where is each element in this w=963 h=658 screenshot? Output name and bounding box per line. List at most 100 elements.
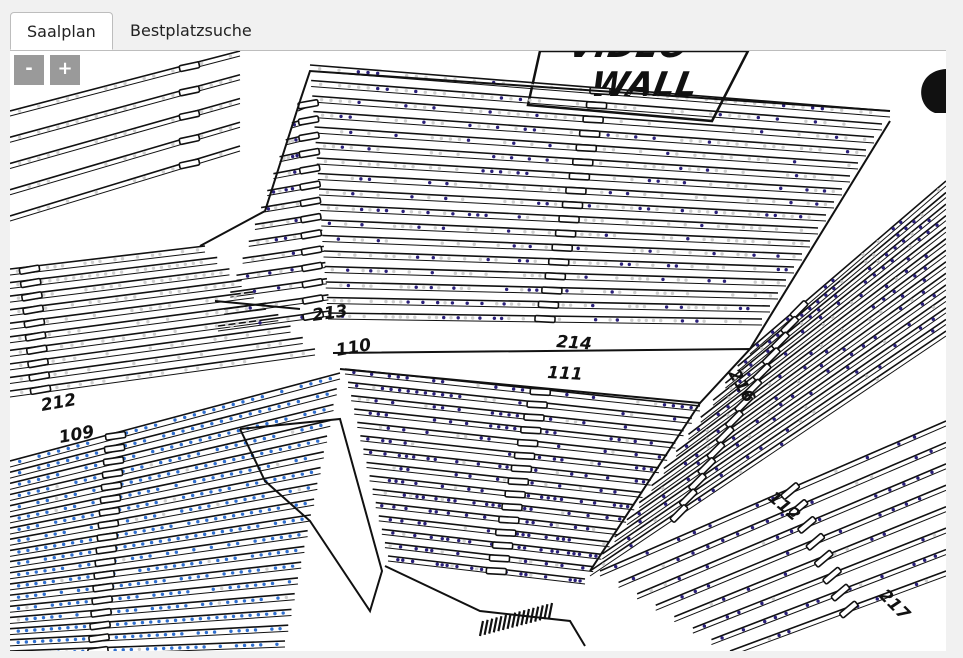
- seat[interactable]: [882, 297, 886, 301]
- seat[interactable]: [300, 517, 304, 521]
- seat[interactable]: [890, 259, 894, 263]
- seat[interactable]: [861, 344, 866, 348]
- seat[interactable]: [502, 302, 506, 306]
- seat[interactable]: [634, 466, 639, 470]
- seat[interactable]: [259, 597, 263, 602]
- seat[interactable]: [446, 498, 451, 502]
- seat[interactable]: [440, 563, 444, 567]
- seat[interactable]: [783, 352, 788, 356]
- seat[interactable]: [294, 458, 298, 463]
- seat[interactable]: [306, 486, 311, 490]
- seat[interactable]: [672, 417, 677, 421]
- seat[interactable]: [440, 379, 445, 384]
- seat[interactable]: [242, 643, 247, 648]
- seat[interactable]: [891, 227, 895, 231]
- seat[interactable]: [789, 529, 794, 534]
- seat[interactable]: [553, 431, 557, 435]
- seat[interactable]: [453, 499, 457, 503]
- seat[interactable]: [705, 168, 710, 172]
- seat[interactable]: [125, 608, 129, 613]
- seat[interactable]: [527, 533, 531, 538]
- seat[interactable]: [518, 401, 522, 405]
- seat[interactable]: [232, 457, 236, 462]
- seat[interactable]: [213, 461, 217, 466]
- seat[interactable]: [495, 477, 500, 481]
- seat[interactable]: [318, 379, 323, 383]
- seat[interactable]: [50, 615, 54, 619]
- seat[interactable]: [680, 319, 685, 323]
- seat[interactable]: [426, 456, 430, 461]
- seat[interactable]: [166, 472, 171, 476]
- seat[interactable]: [173, 418, 177, 422]
- seat[interactable]: [43, 569, 47, 573]
- seat[interactable]: [229, 417, 233, 421]
- seat[interactable]: [577, 552, 582, 556]
- seat[interactable]: [504, 287, 509, 292]
- seat[interactable]: [707, 279, 711, 283]
- seat[interactable]: [706, 584, 711, 588]
- seat[interactable]: [17, 572, 21, 577]
- seat[interactable]: [774, 396, 778, 400]
- seat[interactable]: [49, 638, 53, 643]
- seat[interactable]: [168, 458, 172, 463]
- seat[interactable]: [621, 411, 625, 416]
- seat[interactable]: [61, 554, 65, 559]
- seat[interactable]: [721, 538, 725, 543]
- seat[interactable]: [898, 306, 903, 311]
- seating-plan-canvas[interactable]: VIDEO WALL 213 214 110 111 212 109 216 1…: [10, 51, 946, 651]
- seat[interactable]: [262, 538, 266, 542]
- seat[interactable]: [17, 527, 21, 531]
- seat[interactable]: [398, 545, 403, 549]
- seat[interactable]: [17, 482, 22, 486]
- seat[interactable]: [198, 438, 203, 442]
- seat[interactable]: [634, 479, 639, 483]
- seat[interactable]: [512, 141, 516, 145]
- seat[interactable]: [137, 491, 141, 495]
- seat[interactable]: [545, 158, 549, 162]
- seat[interactable]: [725, 615, 730, 619]
- seat[interactable]: [174, 550, 179, 554]
- seat[interactable]: [657, 455, 662, 459]
- seat[interactable]: [181, 563, 185, 567]
- seat[interactable]: [210, 421, 214, 426]
- seat[interactable]: [211, 531, 216, 535]
- seat[interactable]: [591, 395, 596, 400]
- seat[interactable]: [465, 301, 469, 305]
- seat[interactable]: [432, 405, 436, 409]
- seat[interactable]: [125, 519, 130, 523]
- seat[interactable]: [527, 288, 531, 292]
- seat[interactable]: [45, 510, 49, 514]
- seat[interactable]: [816, 599, 820, 603]
- seat[interactable]: [391, 531, 395, 535]
- seat[interactable]: [51, 579, 55, 584]
- seat[interactable]: [273, 477, 277, 482]
- seat[interactable]: [550, 549, 554, 553]
- seat[interactable]: [714, 467, 719, 471]
- seat[interactable]: [17, 561, 21, 565]
- seat[interactable]: [417, 225, 421, 229]
- seat[interactable]: [89, 525, 94, 530]
- seat[interactable]: [359, 177, 363, 181]
- seat[interactable]: [442, 315, 446, 320]
- seat[interactable]: [525, 520, 529, 524]
- seat[interactable]: [230, 571, 235, 575]
- seat[interactable]: [735, 532, 740, 536]
- seat[interactable]: [417, 521, 421, 525]
- seat[interactable]: [625, 191, 630, 196]
- seat[interactable]: [731, 436, 736, 440]
- seat[interactable]: [785, 428, 790, 432]
- seat[interactable]: [875, 597, 879, 601]
- seat[interactable]: [884, 253, 889, 257]
- seat[interactable]: [252, 496, 256, 500]
- seat[interactable]: [834, 135, 839, 139]
- seat[interactable]: [706, 545, 710, 549]
- seat[interactable]: [849, 352, 854, 357]
- seat[interactable]: [238, 527, 242, 531]
- seat[interactable]: [374, 399, 378, 403]
- seat[interactable]: [498, 170, 503, 174]
- seat[interactable]: [222, 572, 226, 576]
- seat[interactable]: [145, 580, 149, 585]
- seat[interactable]: [870, 537, 874, 541]
- seat[interactable]: [25, 617, 29, 621]
- seat[interactable]: [444, 196, 448, 201]
